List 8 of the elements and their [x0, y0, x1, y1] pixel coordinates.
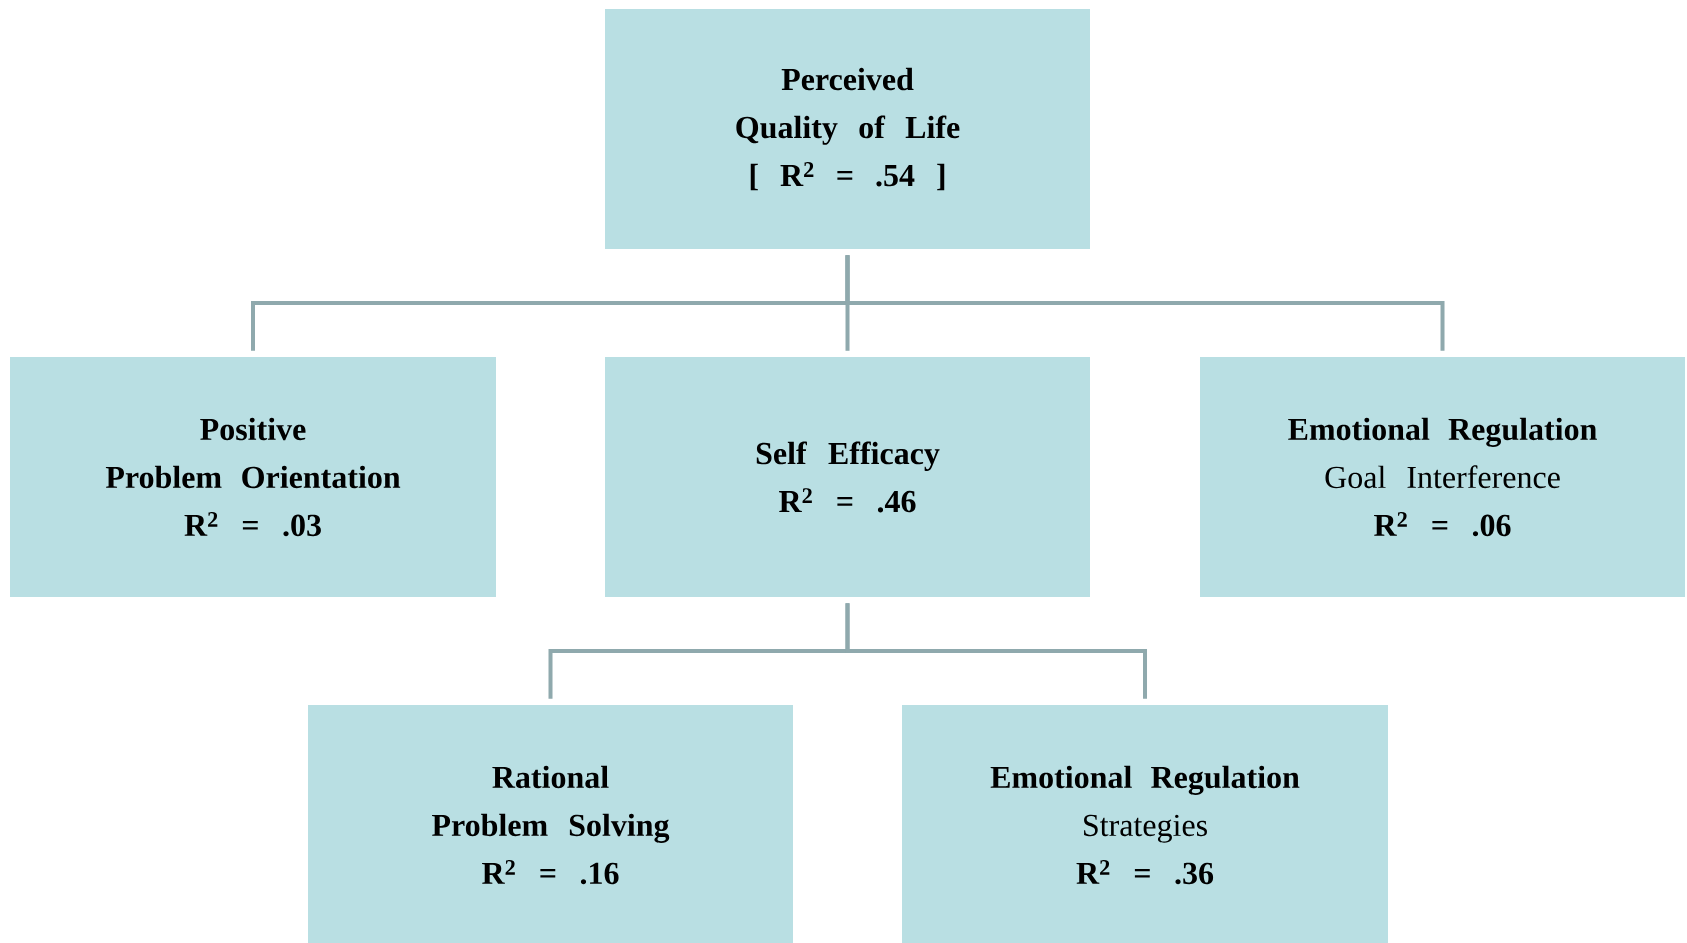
- process-box: Positive Problem Orientation R$^{2}$ = .03: [10, 357, 496, 597]
- process-box: Rational Problem Solving R$^{2}$ = .16: [308, 705, 793, 943]
- connector-line: [845, 603, 1147, 699]
- process-box: Emotional Regulation Strategies R$^{2}$ = .36: [902, 705, 1388, 943]
- process-box: Perceived Quality of Life [ R$^{2}$ = .54 ]: [605, 9, 1090, 249]
- process-box: Self Efficacy R$^{2}$ = .46: [605, 357, 1090, 597]
- connector-line: [845, 255, 1445, 351]
- process-box: Emotional Regulation Goal Interference R$^{2}$ = .06: [1200, 357, 1685, 597]
